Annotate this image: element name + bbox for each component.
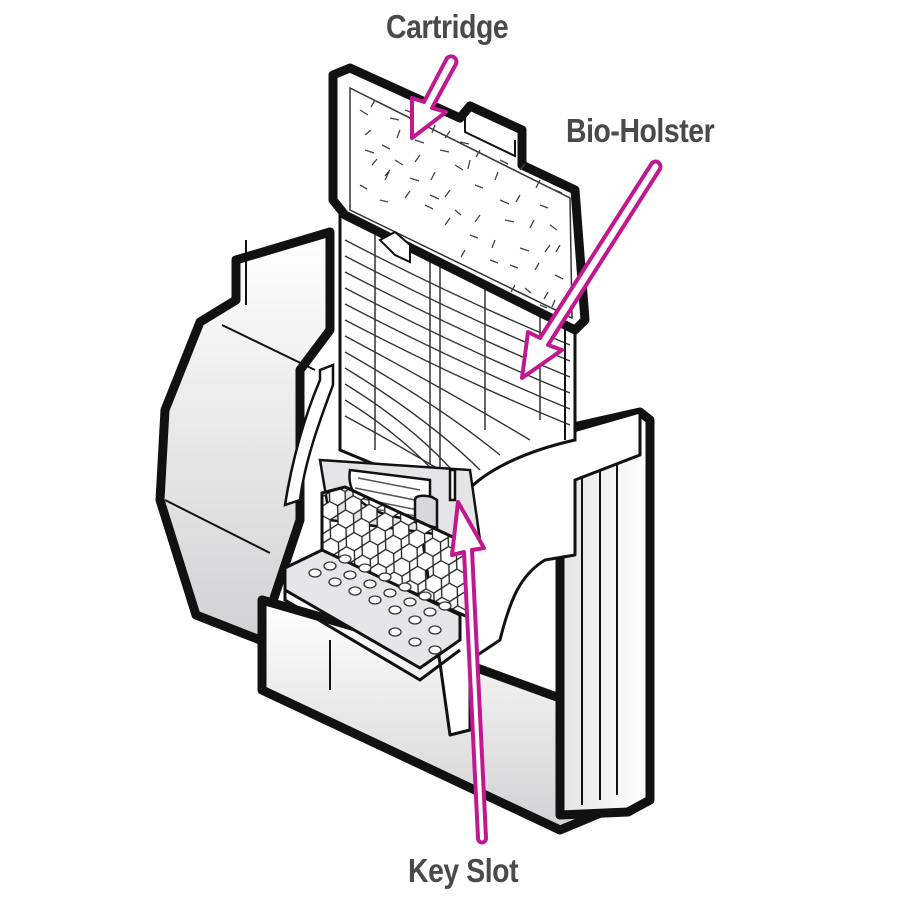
cartridge-media-texture — [359, 99, 564, 309]
side-strut — [283, 363, 335, 507]
key-slot-label: Key Slot — [408, 852, 519, 889]
inner-chamber — [283, 458, 482, 682]
cartridge-arrow — [410, 54, 459, 140]
key-tab — [413, 494, 439, 530]
shelf-holes — [308, 554, 452, 655]
key-slot-arrow — [450, 500, 488, 845]
cartridge — [328, 63, 590, 335]
bio-holster-arrow — [520, 159, 663, 380]
cartridge-label: Cartridge — [386, 8, 509, 45]
callout-arrows — [410, 54, 663, 845]
bio-holster-label: Bio-Holster — [566, 112, 715, 149]
key-slot — [448, 468, 457, 502]
